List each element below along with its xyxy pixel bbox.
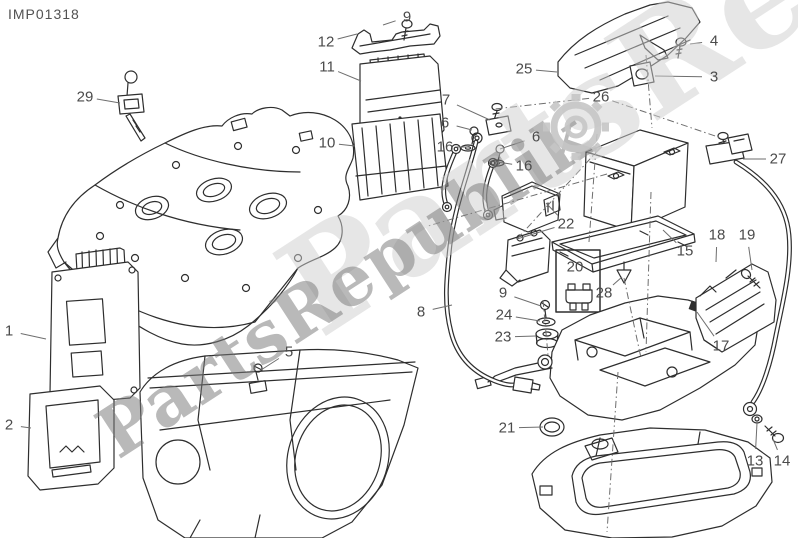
solenoid-22-lower: [499, 229, 551, 287]
leader-line: [662, 229, 677, 244]
drawing-code: IMP01318: [8, 6, 80, 22]
cable-tie-29: [117, 70, 146, 142]
fuse-box-20: [555, 249, 601, 313]
screw-4: [675, 37, 687, 59]
leader-line: [516, 227, 555, 240]
leader-line: [20, 333, 47, 340]
leader-line: [338, 143, 356, 147]
screw-6a: [469, 126, 479, 145]
oring-21: [539, 417, 565, 437]
battery-cable-27: [705, 133, 792, 417]
leader-line: [432, 304, 453, 310]
centerline: [494, 97, 590, 110]
leader-line: [689, 41, 703, 45]
fuse-icon: [565, 283, 593, 311]
centerline: [588, 133, 598, 243]
leader-line: [496, 161, 513, 165]
rear-frame: [139, 348, 419, 538]
centerline: [427, 173, 608, 227]
leader-line: [515, 316, 541, 322]
battery: [583, 129, 689, 232]
leader-line: [612, 276, 623, 286]
connector-holder-10: [351, 113, 449, 201]
ground-cables: [441, 143, 499, 221]
screw-9: [401, 19, 413, 41]
screw-9b: [539, 299, 551, 319]
battery-tray-15: [551, 215, 696, 273]
leader-line: [514, 335, 537, 338]
leader-line: [20, 426, 32, 429]
leader-line: [514, 296, 542, 307]
centerline: [606, 371, 619, 533]
centerline: [517, 147, 601, 239]
leader-line: [654, 75, 703, 78]
leader-line: [545, 202, 559, 216]
ecu-bracket-2: [27, 385, 115, 491]
leader-line: [456, 104, 491, 121]
leader-line: [518, 426, 544, 429]
centerline: [645, 191, 652, 353]
battery-cable-8: [443, 132, 541, 394]
centerline: [542, 299, 549, 356]
ecu-unit-18: [695, 263, 777, 353]
leader-line: [96, 98, 121, 104]
leader-line: [772, 438, 778, 451]
centerline: [623, 277, 642, 359]
leader-line: [382, 20, 396, 26]
battery-cover-25: [557, 1, 701, 94]
leader-line: [748, 246, 753, 271]
ecu-unit-1: [49, 247, 141, 405]
leader-line: [535, 69, 558, 73]
leader-line: [715, 246, 718, 263]
lower-subframe: [531, 427, 773, 538]
leader-line: [499, 140, 525, 150]
leader-line: [456, 125, 473, 131]
leader-line: [337, 33, 358, 40]
bolt-14: [764, 425, 785, 444]
terminal-bracket-7: [485, 115, 512, 136]
leader-line: [755, 422, 758, 450]
screw-19: [740, 268, 761, 289]
leader-line: [337, 71, 362, 82]
bracket-12: [351, 23, 441, 55]
rubber-28: [616, 261, 632, 284]
centerline: [612, 100, 722, 139]
leader-line: [260, 358, 280, 371]
washer-24: [536, 317, 556, 327]
leader-line: [696, 311, 715, 337]
solenoid-22-upper: [493, 181, 561, 233]
centerline: [645, 54, 653, 129]
